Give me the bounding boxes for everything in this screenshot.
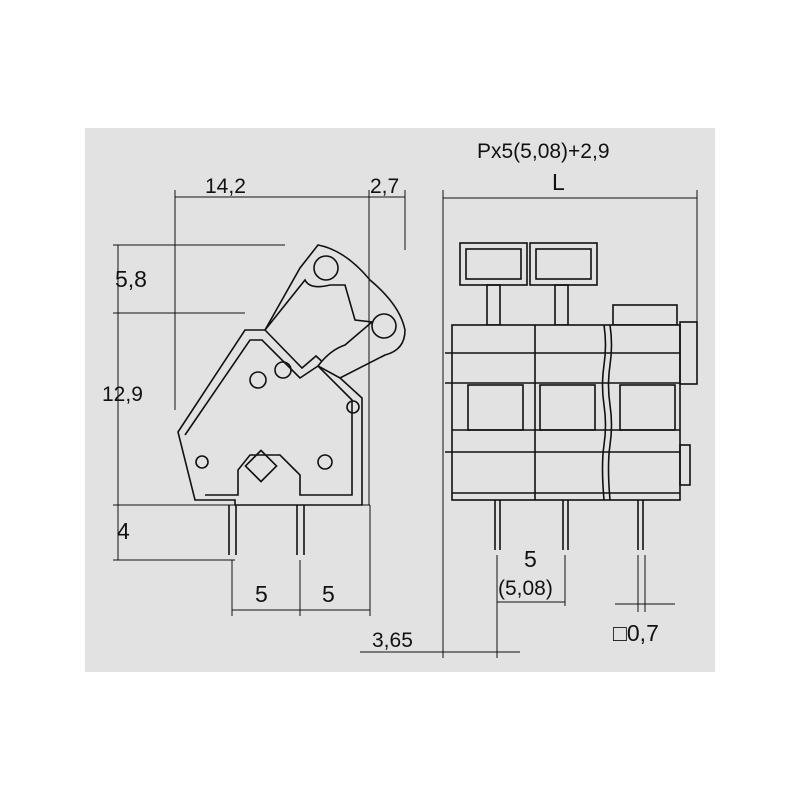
- button-3: [612, 304, 678, 326]
- pin-offset-label: 3,65: [372, 629, 413, 652]
- dim-pitch-1-label: 5: [255, 581, 268, 607]
- dim-pin-length-label: 4: [117, 518, 130, 544]
- hole: [346, 400, 360, 414]
- lever: [264, 244, 406, 379]
- hole: [249, 371, 267, 389]
- front-dimensions: [360, 190, 698, 658]
- hole: [195, 455, 209, 469]
- break-line: [601, 324, 607, 501]
- side-inner-edge: [184, 339, 353, 496]
- window: [619, 384, 676, 431]
- dim-width-label: 14,2: [205, 175, 246, 198]
- button-1: [459, 242, 528, 286]
- pitch-alt-label: (5,08): [498, 577, 553, 600]
- pivot-top: [313, 255, 339, 281]
- dim-body-height-label: 12,9: [102, 383, 143, 406]
- window: [539, 384, 596, 431]
- square-hole: [244, 449, 278, 483]
- hole: [317, 454, 333, 470]
- pitch-label: 5: [524, 546, 537, 572]
- dim-lever-offset-label: 2,7: [370, 175, 400, 198]
- front-view-outline: [445, 242, 698, 550]
- length-formula-label: Px5(5,08)+2,9: [477, 140, 610, 163]
- stem: [554, 284, 569, 326]
- dim-pitch-2-label: 5: [322, 581, 335, 607]
- pin-square-label: □0,7: [613, 620, 659, 646]
- dim-lever-height-label: 5,8: [115, 266, 147, 292]
- window: [467, 384, 524, 431]
- length-symbol-label: L: [552, 169, 565, 195]
- stem: [486, 284, 501, 326]
- side-view-outline: [177, 244, 406, 555]
- side-body: [177, 329, 363, 506]
- hole: [274, 361, 292, 379]
- pivot-bottom: [371, 313, 397, 339]
- housing: [451, 324, 681, 501]
- side-dimensions: [113, 190, 406, 616]
